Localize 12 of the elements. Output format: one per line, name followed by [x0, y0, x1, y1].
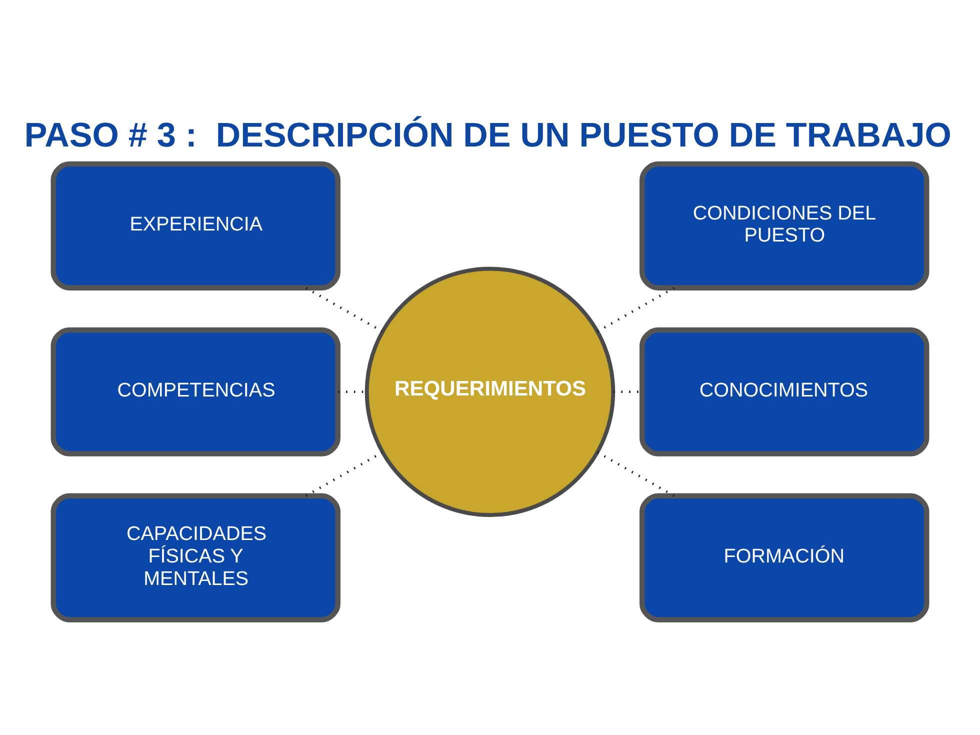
node-box: COMPETENCIAS — [50, 327, 340, 456]
connector — [596, 451, 675, 497]
node-box: FORMACIÓN — [640, 493, 930, 622]
connector — [305, 451, 383, 497]
node-box: CONDICIONES DEL PUESTO — [640, 161, 930, 290]
node-circle: REQUERIMIENTOS — [364, 266, 616, 517]
node-box: CAPACIDADES FÍSICAS Y MENTALES — [50, 493, 340, 622]
node-box: EXPERIENCIA — [50, 161, 340, 290]
connector — [596, 286, 675, 332]
connector — [305, 286, 383, 332]
diagram-title: PASO # 3 : DESCRIPCIÓN DE UN PUESTO DE TRABAJO — [24, 116, 952, 155]
node-box: CONOCIMIENTOS — [640, 327, 930, 456]
